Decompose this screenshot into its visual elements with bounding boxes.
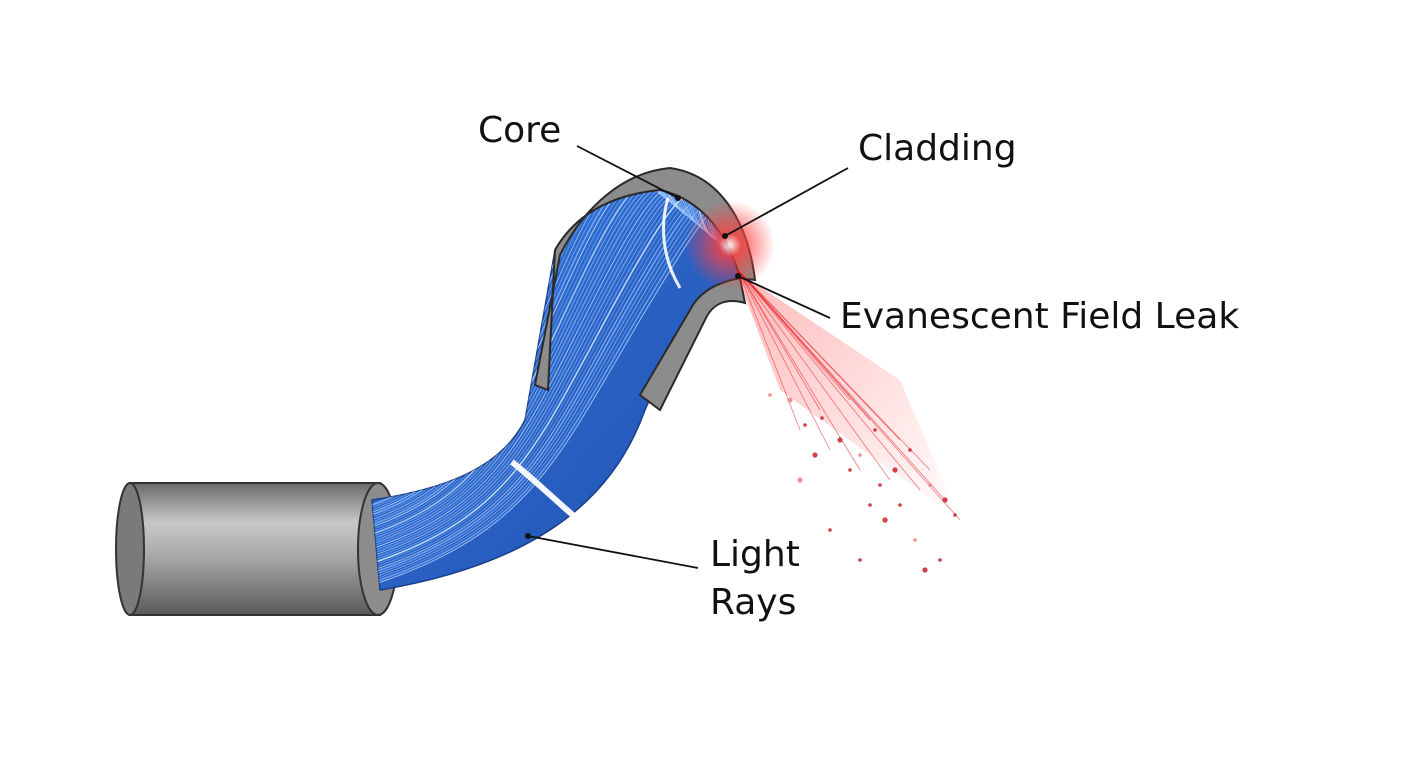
leak-particle [898,503,902,507]
label-light-rays-line2: Rays [710,582,796,623]
leak-particle [908,448,912,452]
label-light-rays-line1: Light [710,534,800,575]
leak-ray [737,269,821,411]
rays-leader-dot [525,533,531,539]
leak-ray [737,269,961,521]
leak-particle [828,528,832,532]
core-highlight-band [510,459,590,531]
evanescent-leak [685,200,961,573]
leak-particle [928,483,932,487]
core-bend-highlight [662,197,682,289]
leak-leader-line [737,275,831,319]
leak-particle [942,497,948,503]
leak-particle [837,437,843,443]
fiber-core [371,189,741,591]
leak-particle [913,538,917,542]
leak-particle [922,567,928,573]
leak-ray [737,269,891,481]
cladding-leader-dot [722,233,728,239]
leak-particle [873,428,877,432]
leak-rays [737,269,961,521]
label-evanescent-field-leak: Evanescent Field Leak [840,296,1239,337]
light-ray-streak [372,190,706,552]
light-ray-streak [372,190,708,555]
leak-particle [858,558,862,562]
core-leader-dot [675,195,681,201]
light-ray-streak [372,190,685,528]
label-core: Core [478,110,561,151]
leak-ray [737,269,851,401]
leak-particle [868,503,872,507]
leak-particle [938,558,942,562]
leak-particle [820,416,824,420]
leak-particle [953,513,957,517]
cladding-leader-line [724,167,849,237]
leak-ray [737,269,931,471]
leak-particle [812,452,818,458]
leak-ray [737,269,831,451]
leak-particles [768,393,957,573]
leak-particle [892,467,898,473]
light-ray-streak [372,191,710,557]
rays-leader-line [527,535,699,569]
light-ray-streak [372,190,687,530]
leak-ray [737,269,861,471]
leak-particle [768,393,772,397]
leak-ray [737,269,921,491]
core-leader-line [576,145,679,199]
leak-particle [882,517,888,523]
leak-leader-dot [735,273,741,279]
leak-particle [878,483,882,487]
leak-particle [848,468,852,472]
light-ray-streak [372,190,704,550]
leak-particle [797,477,803,483]
light-ray-streak [372,190,689,533]
leak-particle [803,423,807,427]
leak-ray [737,269,801,431]
fiber-jacket [115,482,399,616]
leak-particle [858,453,862,457]
label-cladding: Cladding [858,128,1017,169]
leak-particle [787,397,793,403]
